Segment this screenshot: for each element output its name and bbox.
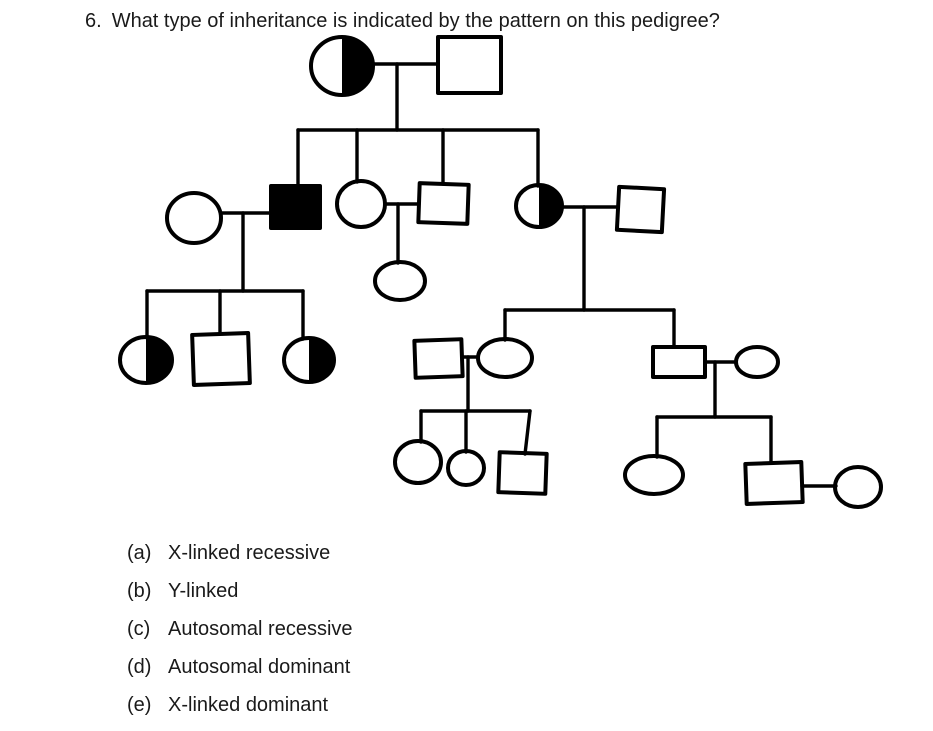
pedigree-individual-IV-5 <box>743 460 805 506</box>
pedigree-individual-III-4 <box>373 260 427 302</box>
female-symbol <box>446 449 486 487</box>
pedigree-individual-II-3 <box>335 179 387 229</box>
option-row-d: (d) Autosomal dominant <box>127 648 353 686</box>
female-symbol <box>282 336 336 384</box>
male-symbol <box>496 450 549 496</box>
question-number: 6. <box>85 10 102 32</box>
pedigree-individual-III-7 <box>651 345 707 379</box>
male-symbol <box>190 331 252 387</box>
male-symbol <box>269 184 322 230</box>
half-shaded-region <box>539 185 562 227</box>
female-symbol <box>373 260 427 302</box>
female-symbol <box>514 183 564 229</box>
pedigree-individual-I-1 <box>309 35 375 97</box>
option-text-e: X-linked dominant <box>168 693 329 716</box>
female-symbol <box>476 337 534 379</box>
half-shaded-region <box>146 337 172 383</box>
pedigree-individual-III-8 <box>734 345 780 379</box>
option-label-a: (a) <box>127 541 152 564</box>
option-label-c: (c) <box>127 617 151 640</box>
pedigree-individual-III-6 <box>476 337 534 379</box>
question-text: What type of inheritance is indicated by… <box>111 10 720 32</box>
option-label-b: (b) <box>127 579 152 602</box>
pedigree-individual-II-6 <box>614 184 667 235</box>
pedigree-individual-II-1 <box>165 191 223 245</box>
male-symbol <box>651 345 707 379</box>
pedigree-individual-IV-2 <box>446 449 486 487</box>
female-symbol <box>734 345 780 379</box>
pedigree-individual-III-2 <box>190 331 252 387</box>
option-row-e: (e) X-linked dominant <box>127 686 353 724</box>
option-row-b: (b) Y-linked <box>127 572 353 610</box>
half-shaded-region <box>342 37 373 95</box>
female-symbol <box>165 191 223 245</box>
female-symbol <box>393 439 443 485</box>
female-symbol <box>309 35 375 97</box>
answer-options: (a) X-linked recessive (b) Y-linked (c) … <box>127 534 353 724</box>
pedigree-individual-IV-3 <box>496 450 549 496</box>
half-shaded-region <box>309 338 334 382</box>
female-symbol <box>118 335 174 385</box>
pedigree-individual-IV-6 <box>833 465 883 509</box>
option-text-c: Autosomal recessive <box>168 617 353 640</box>
pedigree-individual-II-5 <box>514 183 564 229</box>
pedigree-individual-III-3 <box>282 336 336 384</box>
female-symbol <box>833 465 883 509</box>
female-symbol <box>335 179 387 229</box>
option-text-b: Y-linked <box>168 579 239 602</box>
pedigree-line-drop-IV-3 <box>523 409 532 456</box>
pedigree-individual-II-2 <box>269 184 322 230</box>
question: 6. What type of inheritance is indicated… <box>85 9 720 34</box>
pedigree-individual-IV-1 <box>393 439 443 485</box>
male-symbol <box>436 35 503 95</box>
option-label-d: (d) <box>127 655 152 678</box>
male-symbol <box>412 337 465 380</box>
female-symbol <box>623 454 685 496</box>
option-row-c: (c) Autosomal recessive <box>127 610 353 648</box>
pedigree-individual-IV-4 <box>623 454 685 496</box>
pedigree-individual-III-5 <box>412 337 465 380</box>
pedigree-individual-III-1 <box>118 335 174 385</box>
option-label-e: (e) <box>127 693 152 716</box>
pedigree-individual-II-4 <box>416 181 471 226</box>
option-text-d: Autosomal dominant <box>168 655 351 678</box>
male-symbol <box>614 184 667 235</box>
male-symbol <box>416 181 471 226</box>
pedigree-individual-I-2 <box>436 35 503 95</box>
option-row-a: (a) X-linked recessive <box>127 534 353 572</box>
male-symbol <box>743 460 805 506</box>
option-text-a: X-linked recessive <box>168 541 331 564</box>
